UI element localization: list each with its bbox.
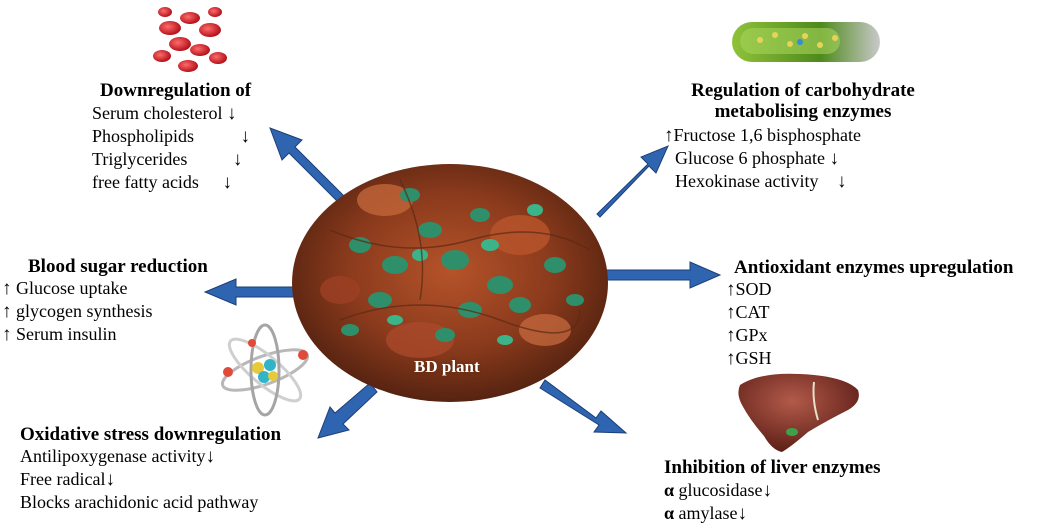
oxidative-list: Antilipoxygenase activity↓ Free radical↓… xyxy=(20,445,258,514)
up-arrow-icon: ↑ xyxy=(726,325,736,346)
liver-icon xyxy=(738,373,859,452)
list-item: Blocks arachidonic acid pathway xyxy=(20,492,259,512)
red-blood-cells-icon xyxy=(153,7,227,72)
list-item: Serum cholesterol ↓ xyxy=(92,103,237,124)
carb-heading: Regulation of carbohydrate metabolising … xyxy=(672,80,934,122)
up-arrow-icon: ↑ xyxy=(726,348,736,369)
list-item: α glucosidase↓ xyxy=(664,480,773,501)
oxidative-heading: Oxidative stress downregulation xyxy=(20,424,282,445)
up-arrow-icon: ↑ xyxy=(664,125,674,146)
down-arrow-icon: ↓ xyxy=(205,446,215,467)
alpha-symbol: α xyxy=(664,503,675,523)
antioxidant-list: ↑SOD ↑CAT ↑GPx ↑GSH xyxy=(726,278,772,370)
list-item: ↑CAT xyxy=(726,302,770,323)
down-arrow-icon: ↓ xyxy=(232,149,243,170)
list-item: ↑GSH xyxy=(726,348,772,369)
lipid-list: Serum cholesterol ↓ Phospholipids ↓ Trig… xyxy=(92,102,250,194)
bd-plant-image xyxy=(292,164,608,402)
list-item: free fatty acids ↓ xyxy=(92,172,232,193)
down-arrow-icon: ↓ xyxy=(226,103,237,124)
arrow-to-liver xyxy=(539,379,628,434)
up-arrow-icon: ↑ xyxy=(2,278,12,299)
list-item: ↑SOD xyxy=(726,279,772,300)
lipid-heading: Downregulation of xyxy=(100,80,252,101)
list-item: Hexokinase activity ↓ xyxy=(675,171,847,192)
up-arrow-icon: ↑ xyxy=(726,302,736,323)
atom-icon xyxy=(220,323,310,417)
carb-heading-line1: Regulation of carbohydrate xyxy=(691,80,915,101)
up-arrow-icon: ↑ xyxy=(726,279,736,300)
list-item: ↑ glycogen synthesis xyxy=(2,301,153,322)
carb-heading-line2: metabolising enzymes xyxy=(714,101,892,122)
capsule-icon xyxy=(732,22,880,62)
list-item: Triglycerides ↓ xyxy=(92,149,243,170)
down-arrow-icon: ↓ xyxy=(240,126,251,147)
liver-list: α glucosidase↓ α amylase↓ xyxy=(664,479,772,525)
down-arrow-icon: ↓ xyxy=(737,503,748,524)
sugar-list: ↑ Glucose uptake ↑ glycogen synthesis ↑ … xyxy=(2,277,153,346)
arrow-to-antioxidant xyxy=(599,261,722,289)
list-item: ↑GPx xyxy=(726,325,768,346)
down-arrow-icon: ↓ xyxy=(762,480,773,501)
list-item: ↑ Serum insulin xyxy=(2,324,117,345)
antioxidant-heading: Antioxidant enzymes upregulation xyxy=(734,257,1014,278)
arrow-to-lipid xyxy=(269,127,346,204)
alpha-symbol: α xyxy=(664,480,675,500)
carb-list: ↑Fructose 1,6 bisphosphate Glucose 6 pho… xyxy=(664,124,861,193)
list-item: α amylase↓ xyxy=(664,503,748,524)
sugar-heading: Blood sugar reduction xyxy=(28,256,208,277)
down-arrow-icon: ↓ xyxy=(829,148,839,169)
down-arrow-icon: ↓ xyxy=(105,469,115,490)
up-arrow-icon: ↑ xyxy=(2,301,12,322)
list-item: Free radical↓ xyxy=(20,469,115,490)
list-item: Phospholipids ↓ xyxy=(92,126,251,147)
list-item: ↑Fructose 1,6 bisphosphate xyxy=(664,125,861,146)
center-label: BD plant xyxy=(414,357,480,376)
down-arrow-icon: ↓ xyxy=(222,172,232,193)
arrow-to-carb xyxy=(596,145,669,218)
list-item: Antilipoxygenase activity↓ xyxy=(20,446,215,467)
liver-heading: Inhibition of liver enzymes xyxy=(664,457,881,478)
down-arrow-icon: ↓ xyxy=(836,171,847,192)
list-item: ↑ Glucose uptake xyxy=(2,278,128,299)
list-item: Glucose 6 phosphate ↓ xyxy=(675,148,839,169)
up-arrow-icon: ↑ xyxy=(2,324,12,345)
arrow-to-sugar xyxy=(203,278,306,306)
arrow-to-oxidative xyxy=(317,382,378,439)
